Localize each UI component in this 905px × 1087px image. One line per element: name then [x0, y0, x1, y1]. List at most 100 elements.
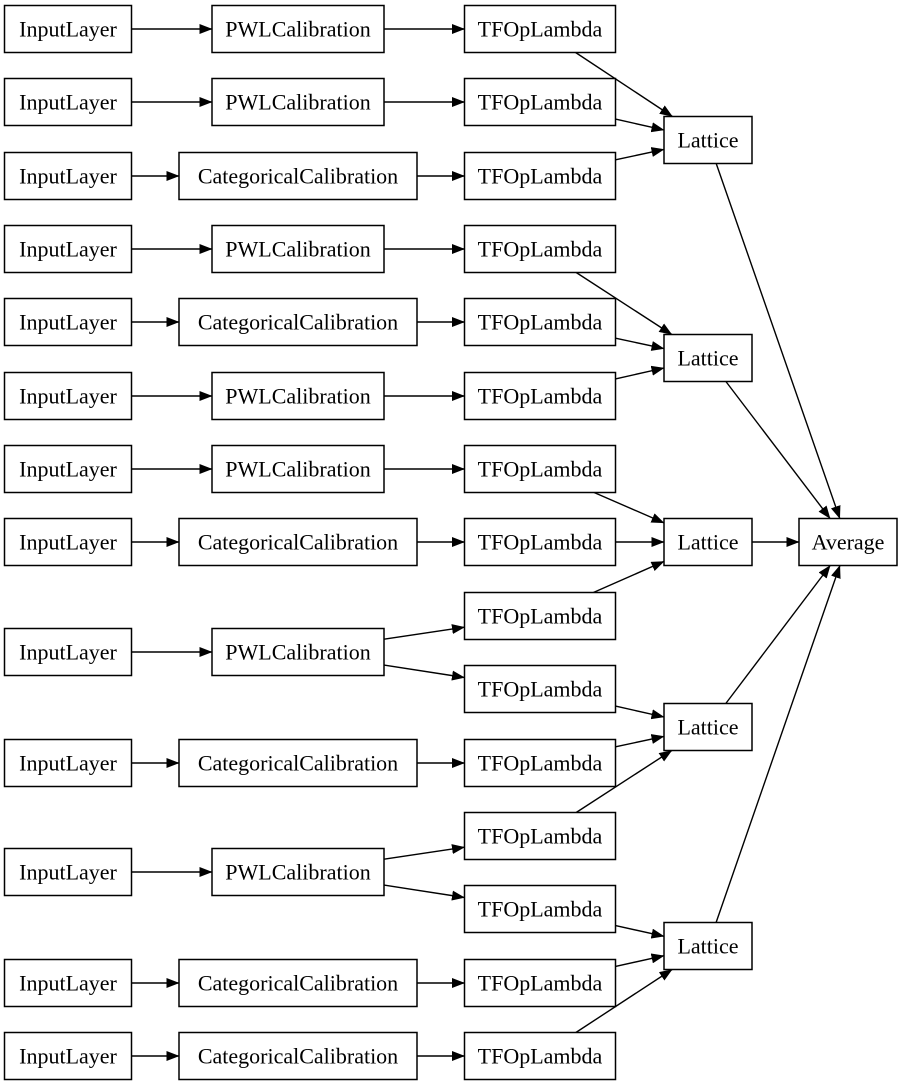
node-tfoplambda-t9: TFOpLambda: [463, 591, 617, 641]
node-inputlayer-i12: InputLayer: [3, 958, 133, 1008]
node-box: [463, 77, 617, 127]
node-box: [211, 224, 385, 274]
node-inputlayer-i4: InputLayer: [3, 224, 133, 274]
node-box: [663, 333, 753, 383]
node-box: [3, 371, 133, 421]
node-categoricalcalibration-c12: CategoricalCalibration: [178, 958, 418, 1008]
node-pwlcalibration-c1: PWLCalibration: [211, 4, 385, 54]
node-label: TFOpLambda: [478, 164, 603, 189]
node-box: [663, 115, 753, 165]
node-label: PWLCalibration: [225, 860, 370, 885]
node-label: PWLCalibration: [225, 17, 370, 42]
node-label: Lattice: [677, 715, 738, 740]
node-box: [3, 847, 133, 897]
node-label: InputLayer: [19, 310, 117, 335]
node-label: PWLCalibration: [225, 237, 370, 262]
node-box: [3, 958, 133, 1008]
node-tfoplambda-t3: TFOpLambda: [463, 151, 617, 201]
node-tfoplambda-t8: TFOpLambda: [463, 517, 617, 567]
node-box: [663, 702, 753, 752]
node-box: [3, 297, 133, 347]
node-pwlcalibration-c4: PWLCalibration: [211, 224, 385, 274]
node-categoricalcalibration-c8: CategoricalCalibration: [178, 517, 418, 567]
node-box: [463, 811, 617, 861]
node-label: InputLayer: [19, 751, 117, 776]
node-pwlcalibration-c11: PWLCalibration: [211, 847, 385, 897]
node-label: InputLayer: [19, 17, 117, 42]
edge-c9-to-t10: [383, 664, 465, 681]
node-inputlayer-i1: InputLayer: [3, 4, 133, 54]
node-pwlcalibration-c7: PWLCalibration: [211, 444, 385, 494]
node-tfoplambda-t6: TFOpLambda: [463, 371, 617, 421]
node-box: [463, 664, 617, 714]
node-tfoplambda-t11: TFOpLambda: [463, 738, 617, 788]
node-box: [211, 627, 385, 677]
edge-t12-to-l4: [575, 749, 673, 814]
node-box: [3, 517, 133, 567]
node-box: [3, 224, 133, 274]
node-label: PWLCalibration: [225, 457, 370, 482]
edge-t4-to-l2: [575, 271, 673, 336]
node-lattice-l3: Lattice: [663, 517, 753, 567]
node-tfoplambda-t2: TFOpLambda: [463, 77, 617, 127]
node-tfoplambda-t13: TFOpLambda: [463, 884, 617, 934]
node-label: TFOpLambda: [478, 897, 603, 922]
node-lattice-l5: Lattice: [663, 921, 753, 971]
node-label: TFOpLambda: [478, 530, 603, 555]
node-tfoplambda-t5: TFOpLambda: [463, 297, 617, 347]
node-box: [463, 884, 617, 934]
node-box: [463, 4, 617, 54]
node-label: CategoricalCalibration: [198, 164, 398, 189]
node-label: Lattice: [677, 346, 738, 371]
node-inputlayer-i11: InputLayer: [3, 847, 133, 897]
node-label: TFOpLambda: [478, 310, 603, 335]
node-box: [663, 517, 753, 567]
node-box: [463, 224, 617, 274]
node-box: [3, 444, 133, 494]
edge-l5-to-avg: [715, 565, 841, 923]
node-label: InputLayer: [19, 90, 117, 115]
node-box: [211, 444, 385, 494]
node-label: InputLayer: [19, 1044, 117, 1069]
node-inputlayer-i3: InputLayer: [3, 151, 133, 201]
node-tfoplambda-t15: TFOpLambda: [463, 1031, 617, 1081]
edge-t11-to-l4: [615, 734, 665, 748]
node-label: InputLayer: [19, 237, 117, 262]
node-inputlayer-i5: InputLayer: [3, 297, 133, 347]
edge-t15-to-l5: [575, 968, 673, 1034]
node-label: TFOpLambda: [478, 237, 603, 262]
node-label: InputLayer: [19, 971, 117, 996]
node-label: PWLCalibration: [225, 640, 370, 665]
node-box: [211, 847, 385, 897]
node-lattice-l1: Lattice: [663, 115, 753, 165]
node-categoricalcalibration-c10: CategoricalCalibration: [178, 738, 418, 788]
node-tfoplambda-t10: TFOpLambda: [463, 664, 617, 714]
node-box: [463, 444, 617, 494]
node-label: TFOpLambda: [478, 90, 603, 115]
node-label: InputLayer: [19, 457, 117, 482]
node-box: [3, 151, 133, 201]
node-label: TFOpLambda: [478, 17, 603, 42]
node-box: [463, 297, 617, 347]
node-box: [463, 591, 617, 641]
node-label: TFOpLambda: [478, 604, 603, 629]
node-label: TFOpLambda: [478, 751, 603, 776]
node-pwlcalibration-c2: PWLCalibration: [211, 77, 385, 127]
edge-t2-to-l1: [615, 118, 665, 133]
node-box: [3, 738, 133, 788]
node-inputlayer-i13: InputLayer: [3, 1031, 133, 1081]
edge-c11-to-t13: [383, 884, 465, 901]
node-label: InputLayer: [19, 640, 117, 665]
node-box: [3, 1031, 133, 1081]
edge-c9-to-t9: [383, 624, 465, 640]
edge-l1-to-avg: [715, 163, 841, 519]
node-label: CategoricalCalibration: [198, 1044, 398, 1069]
node-box: [178, 738, 418, 788]
node-inputlayer-i7: InputLayer: [3, 444, 133, 494]
node-label: CategoricalCalibration: [198, 310, 398, 335]
node-box: [463, 151, 617, 201]
node-box: [178, 1031, 418, 1081]
edge-t14-to-l5: [615, 953, 665, 968]
node-box: [463, 371, 617, 421]
